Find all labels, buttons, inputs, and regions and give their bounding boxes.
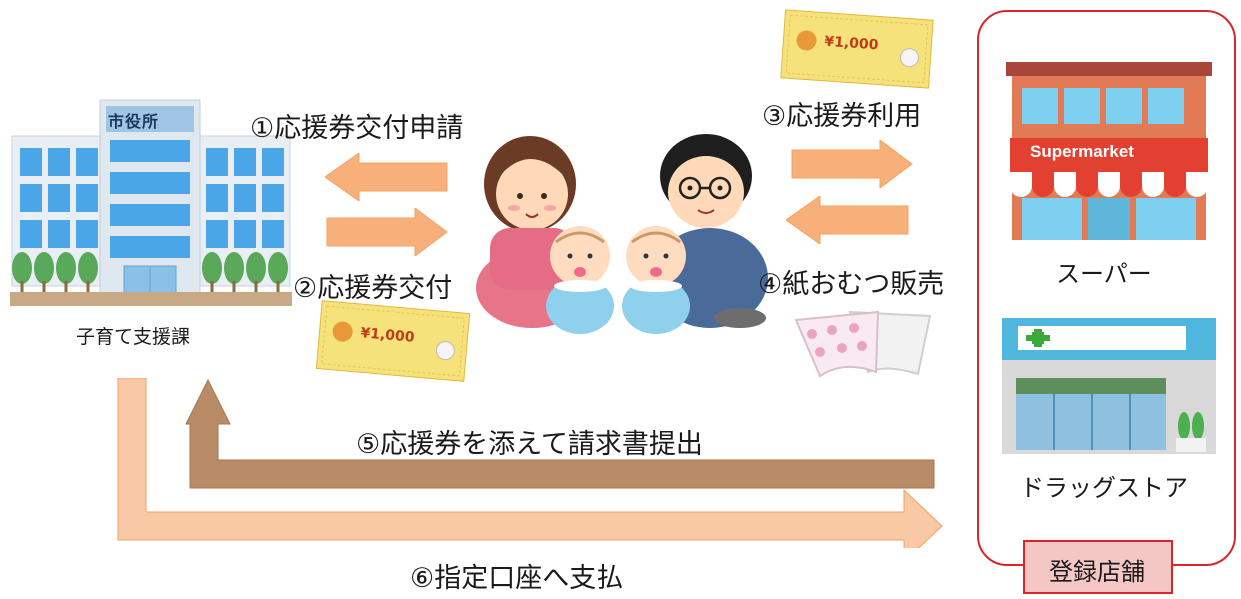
registered-stores-tag [1023,540,1173,594]
arrow-issue-right [326,208,448,256]
supermarket-building [1002,58,1216,242]
city-hall-sign: 市役所 [108,112,160,131]
registered-stores-label: 登録店舗 [1049,558,1145,586]
drugstore-building [1000,316,1218,456]
step-3-label: ③応援券利用 [762,101,922,132]
arrow-sell-left [786,196,909,244]
step-2-label: ②応援券交付 [293,273,453,304]
step-4-label: ④紙おむつ販売 [758,269,945,300]
drugstore-label: ドラッグストア [1020,474,1188,502]
city-hall-building [8,96,293,318]
arrow-invoice-to-city [185,378,935,489]
arrow-use-right [791,140,913,188]
step-5-label: ⑤応援券を添えて請求書提出 [356,429,703,460]
supermarket-label: スーパー [1056,260,1152,288]
department-label: 子育て支援課 [76,326,191,348]
family-illustration [470,128,770,334]
voucher-ticket-lower: ¥1,000 [315,300,471,383]
step-1-label: ①応援券交付申請 [250,113,464,144]
supermarket-sign: Supermarket [1030,142,1134,161]
step-6-label: ⑥指定口座へ支払 [410,563,624,594]
diapers-illustration [790,302,940,382]
arrow-apply-left [325,153,448,201]
arrow-payment-to-stores [117,378,943,548]
voucher-ticket-upper: ¥1,000 [780,9,935,89]
